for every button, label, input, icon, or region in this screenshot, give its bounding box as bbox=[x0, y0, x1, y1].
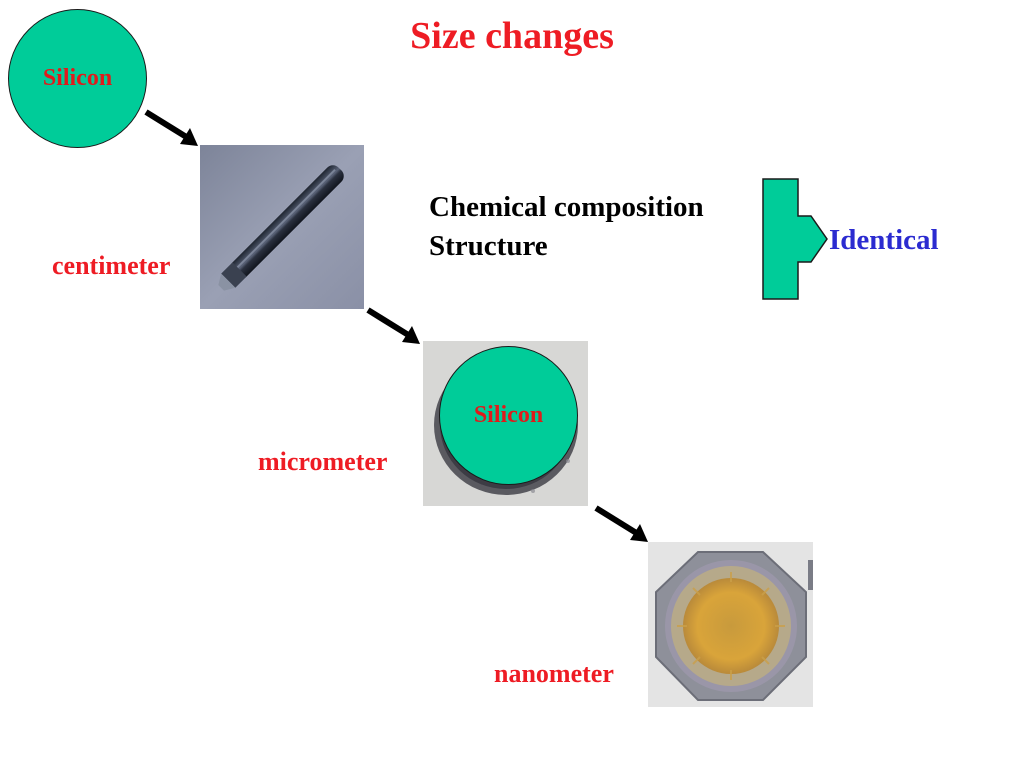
label-centimeter: centimeter bbox=[52, 251, 171, 280]
bracket-arrow-icon bbox=[762, 178, 828, 300]
silicon-nanoparticles-photo bbox=[648, 542, 813, 707]
property-structure: Structure bbox=[429, 230, 548, 262]
property-chemical-composition: Chemical composition bbox=[429, 191, 704, 223]
silicon-circle-mid-label: Silicon bbox=[473, 402, 544, 428]
arrow-down-right-3 bbox=[594, 505, 648, 542]
label-nanometer: nanometer bbox=[494, 659, 614, 688]
slide-title: Size changes bbox=[410, 15, 614, 57]
silicon-rod-photo bbox=[200, 145, 364, 309]
arrow-down-right-1 bbox=[144, 109, 198, 146]
label-micrometer: micrometer bbox=[258, 447, 388, 476]
silicon-circle-mid: Silicon bbox=[439, 346, 578, 485]
properties-text: Chemical composition Structure bbox=[429, 188, 704, 266]
arrow-down-right-2 bbox=[366, 307, 420, 344]
result-identical: Identical bbox=[829, 224, 939, 256]
silicon-circle-top-label: Silicon bbox=[42, 65, 113, 91]
silicon-circle-top: Silicon bbox=[8, 9, 147, 148]
